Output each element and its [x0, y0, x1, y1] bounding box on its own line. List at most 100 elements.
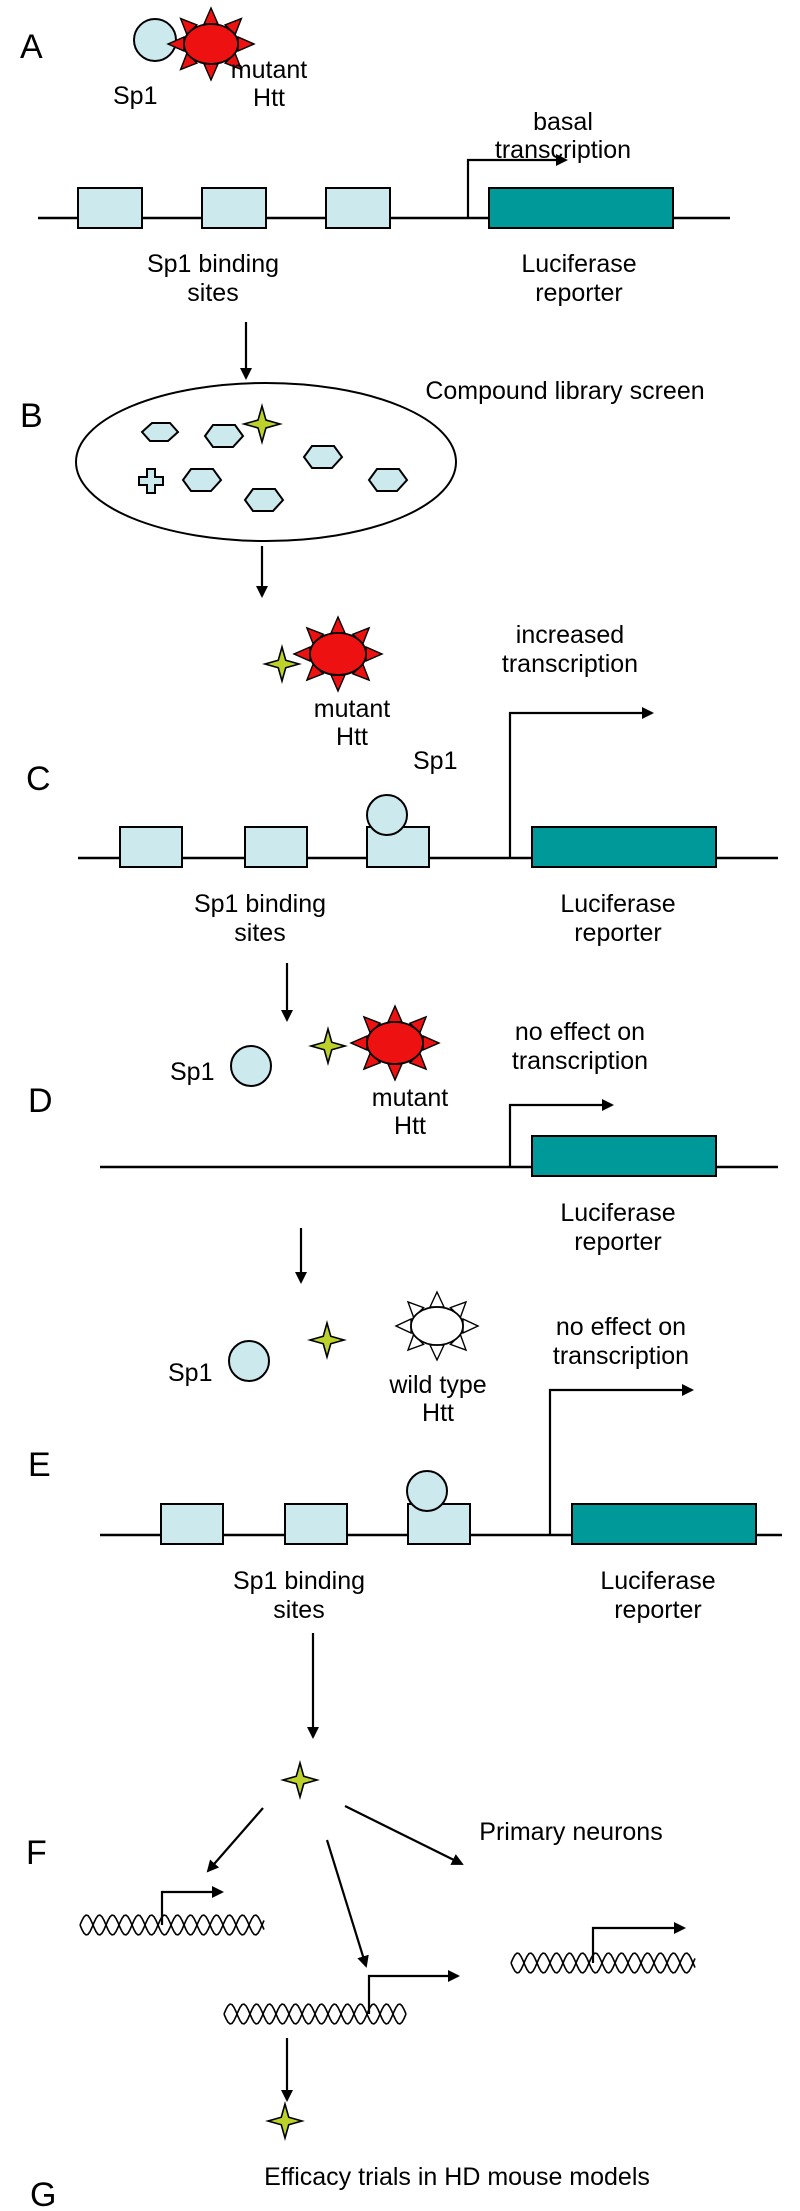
promoter-arrow-icon [367, 1970, 460, 2014]
compound-molecule-icon [181, 468, 223, 492]
sp1-label: Sp1 [170, 1058, 214, 1086]
mutant-htt-icon [349, 1004, 441, 1082]
transcription-label-2: transcription [502, 650, 638, 678]
panel-letter-c: C [26, 760, 51, 798]
mutant-htt-label-2: Htt [394, 1112, 426, 1140]
compound-library-plate [75, 382, 457, 542]
transcription-label-1: no effect on [515, 1018, 645, 1046]
sites-label-2: sites [187, 279, 238, 307]
flow-arrow-neuron-3 [344, 1805, 464, 1865]
star-shape [262, 644, 302, 684]
panel-c: C mutant Htt increased transcription Sp1… [26, 615, 778, 947]
sp1-protein-icon [230, 1045, 272, 1087]
sp1-label: Sp1 [113, 82, 157, 110]
wt-htt-label-1: wild type [388, 1371, 486, 1399]
spike [329, 674, 347, 693]
luciferase-reporter-box [488, 187, 674, 229]
compound-molecule-icon [302, 445, 344, 469]
transcription-label-1: no effect on [556, 1313, 686, 1341]
cross-molecule-icon [138, 468, 164, 494]
compound-star-icon [307, 1320, 347, 1360]
transcription-label-2: transcription [495, 136, 631, 164]
spike [394, 1317, 412, 1335]
binding-site-2 [244, 826, 308, 868]
transcription-label-1: basal [533, 108, 593, 136]
htt-body [410, 1306, 464, 1346]
transcription-label-2: transcription [512, 1047, 648, 1075]
compound-star-icon [280, 1760, 320, 1800]
trials-label: Efficacy trials in HD mouse models [264, 2163, 650, 2191]
mutant-htt-label-1: mutant [372, 1084, 448, 1112]
hit-compound-star-icon [241, 403, 283, 445]
binding-site-3 [407, 1503, 471, 1545]
mutant-htt-icon [292, 615, 384, 693]
spike [202, 6, 220, 25]
panel-e: E Sp1 wild type Htt no effect on transcr… [28, 1290, 782, 1624]
promoter-arrow-icon [160, 1886, 224, 1925]
promoter-arrow-icon [548, 1384, 694, 1535]
panel-b: B Compound library screen [20, 377, 705, 542]
binding-site-3 [325, 187, 391, 229]
star-shape [307, 1320, 347, 1360]
sites-label-1: Sp1 binding [147, 250, 279, 278]
reporter-label-2: reporter [574, 919, 662, 947]
bound-sp1-icon [366, 794, 408, 836]
htt-body [309, 632, 367, 676]
sp1-label: Sp1 [168, 1359, 212, 1387]
spike [428, 1344, 446, 1362]
reporter-label-1: Luciferase [560, 1199, 675, 1227]
reporter-label-2: reporter [574, 1228, 662, 1256]
panel-letter-d: D [28, 1082, 53, 1120]
panel-letter-e: E [28, 1446, 51, 1484]
htt-body [366, 1021, 424, 1065]
compound-molecule-icon [203, 424, 245, 448]
mutant-htt-label-1: mutant [314, 695, 390, 723]
promoter-arrow-icon [591, 1922, 686, 1963]
neurons-label: Primary neurons [479, 1818, 662, 1846]
bound-sp1-icon [406, 1470, 448, 1512]
reporter-label-1: Luciferase [600, 1567, 715, 1595]
reporter-label-1: Luciferase [521, 250, 636, 278]
mutant-htt-label-2: Htt [253, 84, 285, 112]
binding-site-1 [119, 826, 183, 868]
dna-helix-icon [510, 1952, 696, 1974]
panel-f: F Primary neurons [26, 1760, 696, 2025]
compound-star-icon [308, 1026, 348, 1066]
panel-letter-f: F [26, 1834, 47, 1872]
htt-body [183, 23, 239, 65]
compound-star-icon [265, 2101, 305, 2141]
panel-g: Efficacy trials in HD mouse models G [30, 2101, 650, 2211]
helix-strand [79, 1914, 265, 1936]
spike [386, 1063, 404, 1082]
star-shape [241, 403, 283, 445]
reporter-label-2: reporter [535, 279, 623, 307]
sp1-label: Sp1 [413, 747, 457, 775]
binding-site-1 [77, 187, 143, 229]
panel-letter-b: B [20, 397, 43, 435]
helix-strand [510, 1952, 696, 1974]
star-shape [280, 1760, 320, 1800]
mutant-htt-icon [166, 6, 256, 82]
sites-label-2: sites [234, 919, 285, 947]
spike [422, 1034, 441, 1052]
mutant-htt-label-1: mutant [231, 56, 307, 84]
promoter-arrow-icon [508, 707, 654, 858]
mutant-htt-label-2: Htt [336, 723, 368, 751]
compound-star-icon [262, 644, 302, 684]
transcription-label-2: transcription [553, 1342, 689, 1370]
binding-site-3 [366, 826, 430, 868]
dna-helix-icon [223, 2003, 407, 2025]
binding-site-1 [160, 1503, 224, 1545]
reporter-label-1: Luciferase [560, 890, 675, 918]
star-shape [265, 2101, 305, 2141]
helix-strand [79, 1914, 265, 1936]
transcription-label-1: increased [516, 621, 624, 649]
panel-letter-a: A [20, 28, 43, 66]
spike [462, 1317, 480, 1335]
spike [428, 1290, 446, 1308]
binding-site-2 [201, 187, 267, 229]
panel-d: D Sp1 mutant Htt no effect on transcript… [28, 1004, 778, 1256]
dna-helix-icon [79, 1914, 265, 1936]
